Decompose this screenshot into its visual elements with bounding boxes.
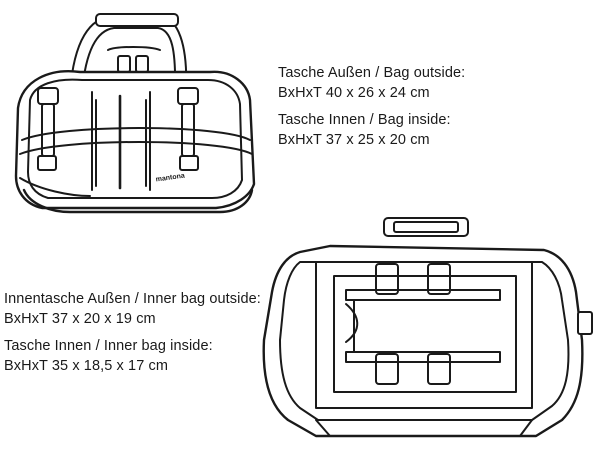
carry-handles (69, 13, 188, 93)
outer-bag-inside-dims: BxHxT 37 x 25 x 20 cm (278, 132, 430, 148)
inner-bag-outside-dims: BxHxT 37 x 20 x 19 cm (4, 311, 156, 327)
outer-bag-outside-title: Tasche Außen / Bag outside: (278, 65, 466, 81)
outer-bag-inside-title: Tasche Innen / Bag inside: (278, 112, 451, 128)
inner-bag-specs: Innentasche Außen / Inner bag outside: B… (4, 289, 261, 376)
brand-logo: mantona (155, 173, 185, 184)
inner-bag-inside-title: Tasche Innen / Inner bag inside: (4, 338, 213, 354)
bag-top-view-illustration (262, 217, 593, 438)
outer-bag-outside-dims: BxHxT 40 x 26 x 24 cm (278, 85, 430, 101)
outer-bag-specs: Tasche Außen / Bag outside: BxHxT 40 x 2… (278, 63, 465, 150)
inner-bag-inside-dims: BxHxT 35 x 18,5 x 17 cm (4, 358, 169, 374)
strap-buckles (37, 87, 199, 171)
inner-bag-outside-title: Innentasche Außen / Inner bag outside: (4, 291, 261, 307)
